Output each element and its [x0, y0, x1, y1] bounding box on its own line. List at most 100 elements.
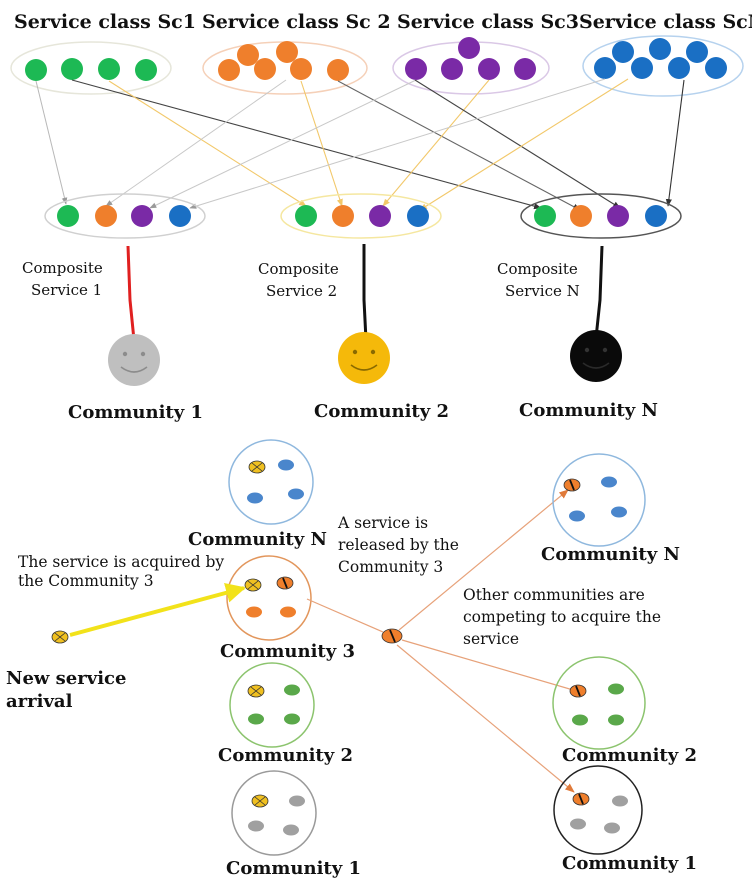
face-eye — [352, 349, 358, 355]
community-1-face — [108, 334, 160, 386]
service-dot — [61, 58, 83, 80]
service-dot — [607, 205, 629, 227]
face-circle — [108, 334, 160, 386]
service-dot — [169, 205, 191, 227]
service-class-label-sc2: Service class Sc 2 — [202, 11, 391, 33]
service-class-group-sc3 — [392, 37, 550, 95]
service-dot — [284, 713, 300, 725]
service-dot — [441, 58, 463, 80]
community-pool-right-n — [552, 453, 646, 547]
selection-arrow — [414, 79, 621, 209]
community-label-left-2: Community 2 — [218, 745, 353, 766]
selection-arrow — [149, 79, 417, 209]
service-dot — [645, 205, 667, 227]
competing-text-line3: service — [463, 630, 519, 648]
community-pool-right-1 — [553, 765, 643, 855]
service-dot — [95, 205, 117, 227]
link-community-n — [594, 245, 604, 339]
competing-text-line1: Other communities are — [463, 586, 645, 604]
selection-arrow — [189, 78, 606, 209]
selection-arrow — [300, 80, 343, 207]
competing-text-line2: competing to acquire the — [463, 608, 661, 626]
service-dot — [246, 606, 262, 618]
community-label-right-1: Community 1 — [562, 853, 697, 874]
face-eye — [122, 351, 128, 357]
service-dot — [572, 714, 588, 726]
service-dot — [289, 795, 305, 807]
face-eye — [140, 351, 146, 357]
service-dot — [284, 684, 300, 696]
service-dot — [601, 476, 617, 488]
composite-ellipse — [520, 193, 682, 239]
selection-arrows — [35, 78, 685, 211]
community-pool-left-2 — [229, 662, 315, 748]
service-dot — [570, 818, 586, 830]
release-arrow — [306, 598, 384, 633]
service-dot — [608, 714, 624, 726]
service-dot — [405, 58, 427, 80]
composite-label-n-line2: Service N — [505, 282, 580, 300]
community-label-left-n: Community N — [188, 529, 327, 550]
community-pool-left-n — [228, 439, 314, 525]
yellow-service-icon — [251, 794, 269, 808]
service-dot — [649, 38, 671, 60]
link-community-1 — [126, 245, 136, 341]
composite-ellipse — [44, 193, 206, 239]
compete-arrow-1 — [396, 644, 575, 793]
community-label-left-3: Community 3 — [220, 641, 355, 662]
service-dot — [594, 57, 616, 79]
service-class-ellipse — [582, 35, 744, 97]
new-service-label-line1: New service — [6, 668, 126, 689]
service-dot — [686, 41, 708, 63]
service-class-group-sc2 — [202, 41, 368, 95]
service-dot — [288, 488, 304, 500]
composite-label-1-line1: Composite — [22, 259, 103, 277]
selection-arrow — [382, 79, 490, 207]
service-dot — [534, 205, 556, 227]
released-text-line3: Community 3 — [338, 558, 443, 576]
community-label-left-1: Community 1 — [226, 858, 361, 879]
yellow-service-icon — [247, 684, 265, 698]
service-class-group-sc1 — [10, 41, 172, 95]
service-dot — [514, 58, 536, 80]
service-dot — [237, 44, 259, 66]
selection-arrow — [419, 78, 629, 211]
community-pool-left-3 — [226, 555, 312, 641]
service-dot — [668, 57, 690, 79]
released-service-icon — [569, 684, 587, 698]
released-service-transit-icon — [381, 628, 403, 644]
yellow-service-icon — [248, 460, 266, 474]
face-circle — [338, 332, 390, 384]
selection-arrow — [105, 79, 287, 207]
face-eye — [602, 347, 608, 353]
composite-label-2-line1: Composite — [258, 260, 339, 278]
service-dot — [407, 205, 429, 227]
service-dot — [705, 57, 727, 79]
community-pool-right-2 — [552, 656, 646, 750]
face-mouth — [350, 364, 378, 371]
composite-label-n-line1: Composite — [497, 260, 578, 278]
community-pool-circle — [231, 770, 317, 856]
face-mouth — [582, 362, 610, 369]
service-class-group-scm — [582, 35, 744, 97]
service-dot — [611, 506, 627, 518]
service-dot — [135, 59, 157, 81]
community-pool-left-1 — [231, 770, 317, 856]
service-dot — [369, 205, 391, 227]
service-dot — [247, 492, 263, 504]
released-service-icon — [572, 792, 590, 806]
composite-service-2 — [280, 193, 442, 239]
service-dot — [278, 459, 294, 471]
released-service-icon — [276, 576, 294, 590]
service-dot — [25, 59, 47, 81]
new-service-label-line2: arrival — [6, 691, 73, 712]
new-service-icon — [51, 630, 69, 644]
acquire-arrow — [69, 583, 246, 637]
service-dot — [131, 205, 153, 227]
composite-ellipse — [280, 193, 442, 239]
service-dot — [332, 205, 354, 227]
composite-label-1-line2: Service 1 — [31, 281, 102, 299]
community-n-face — [570, 330, 622, 382]
service-dot — [569, 510, 585, 522]
